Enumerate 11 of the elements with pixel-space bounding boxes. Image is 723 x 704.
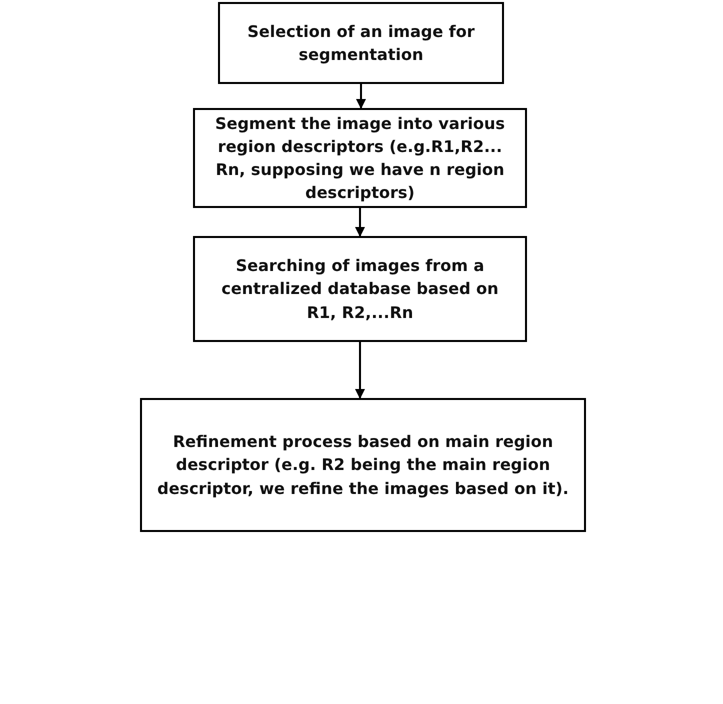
step-text: Searching of images from a centralized database based on R1, R2,...Rn: [220, 255, 500, 324]
arrow: [356, 84, 366, 109]
process-box: [193, 108, 527, 208]
arrow: [355, 342, 365, 399]
process-box: [140, 398, 586, 532]
arrow: [355, 208, 365, 237]
step-text: Segment the image into various region descriptors (e.g.R1,R2... Rn, supposing we have n region descriptors): [214, 112, 506, 204]
step-text: Refinement process based on main region descriptor (e.g. R2 being the main region descriptor, we refine the images based on it).: [156, 431, 570, 500]
process-box: [218, 2, 504, 84]
process-box: [193, 236, 527, 342]
step-text: Selection of an image for segmentation: [246, 20, 476, 66]
